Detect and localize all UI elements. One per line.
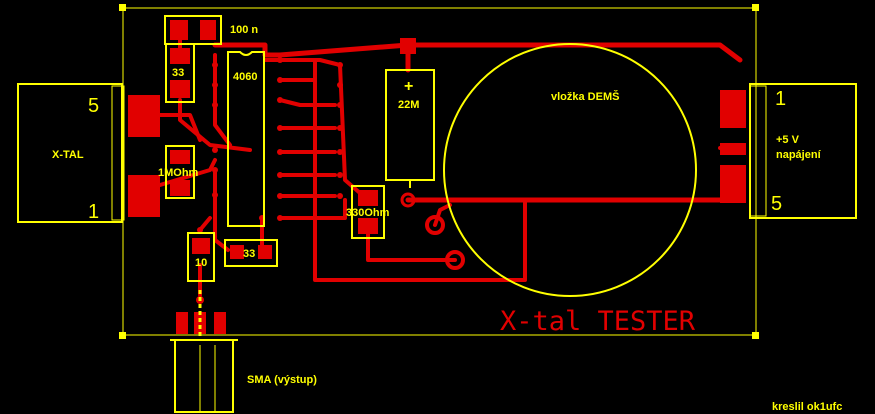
- via: [277, 149, 283, 155]
- power-connector-frame: [749, 85, 767, 217]
- r33-bottom-label: 33: [243, 248, 255, 260]
- pad: [170, 48, 190, 64]
- board-title: X-tal TESTER: [500, 306, 696, 337]
- pad: [200, 20, 216, 40]
- r33-top-label: 33: [172, 67, 184, 79]
- pad: [720, 143, 746, 155]
- via: [337, 149, 343, 155]
- via: [277, 215, 283, 221]
- xtal-pin5-label: 5: [88, 95, 99, 117]
- via: [197, 227, 203, 233]
- r33-outline: [165, 43, 195, 103]
- trace: [433, 203, 452, 227]
- pads: [128, 20, 746, 334]
- cap-plus-label: +: [404, 78, 413, 95]
- pad: [358, 190, 378, 206]
- power-pin5-label: 5: [771, 193, 782, 215]
- trace: [338, 63, 370, 202]
- pad: [214, 312, 226, 334]
- corner-mark: [119, 4, 126, 11]
- trace: [212, 42, 743, 63]
- via: [337, 82, 343, 88]
- sma-label: SMA (výstup): [247, 374, 317, 386]
- r330-outline: [351, 185, 385, 239]
- pad: [358, 218, 378, 234]
- via: [277, 97, 283, 103]
- via: [212, 102, 218, 108]
- author-label: kreslil ok1ufc: [772, 401, 842, 413]
- cap-100n-label: 100 n: [230, 24, 258, 36]
- pad: [170, 80, 190, 98]
- ic-label: 4060: [233, 71, 257, 83]
- trace: [278, 98, 337, 107]
- via: [400, 192, 416, 208]
- crystal-socket-label: vložka DEMŠ: [551, 90, 619, 103]
- xtal-connector-body: [17, 83, 123, 223]
- pad: [128, 95, 160, 137]
- via: [337, 125, 343, 131]
- via: [212, 192, 218, 198]
- via: [277, 172, 283, 178]
- pad: [170, 150, 190, 164]
- r10-outline: [187, 232, 215, 282]
- trace: [158, 113, 202, 142]
- via: [277, 57, 283, 63]
- pad: [194, 312, 206, 334]
- via: [277, 125, 283, 131]
- trace: [366, 228, 457, 262]
- xtal-pin1-label: 1: [88, 201, 99, 223]
- via: [212, 147, 218, 153]
- trace: [213, 53, 232, 147]
- pad: [230, 245, 244, 259]
- pad: [176, 312, 188, 334]
- pad: [720, 165, 746, 203]
- pad: [400, 38, 416, 54]
- r1mohm-label: 1MOhm: [158, 167, 199, 179]
- r33b-outline: [224, 239, 278, 267]
- via: [337, 172, 343, 178]
- trace: [313, 58, 527, 282]
- via: [445, 250, 465, 270]
- trace: [278, 198, 347, 220]
- pad: [128, 175, 160, 217]
- power-pin1-label: 1: [775, 88, 786, 110]
- pad: [170, 20, 188, 40]
- xtal-connector-frame: [111, 85, 125, 221]
- corner-mark: [119, 332, 126, 339]
- r10-label: 10: [195, 257, 207, 269]
- via: [212, 82, 218, 88]
- pad: [720, 90, 746, 128]
- via: [337, 62, 343, 68]
- via: [277, 77, 283, 83]
- ic-4060-outline: [227, 51, 265, 227]
- via: [425, 215, 445, 235]
- corner-mark: [752, 332, 759, 339]
- crystal-socket-outline: [443, 43, 697, 297]
- via: [212, 62, 218, 68]
- copper-traces: [158, 38, 743, 297]
- power-label-1: +5 V: [776, 134, 800, 146]
- via: [337, 102, 343, 108]
- power-label-2: napájení: [776, 149, 822, 161]
- pad: [258, 245, 272, 259]
- r1mohm-outline: [165, 145, 195, 199]
- pad: [170, 180, 190, 196]
- trace: [263, 58, 342, 67]
- board-outline: [122, 7, 757, 336]
- via: [212, 167, 218, 173]
- r330ohm-label: 330Ohm: [346, 207, 390, 219]
- trace: [213, 168, 230, 252]
- pad: [192, 238, 210, 254]
- via: [337, 193, 343, 199]
- corner-mark: [752, 4, 759, 11]
- cap-22m-label: 22M: [398, 99, 419, 111]
- via: [277, 193, 283, 199]
- sma-connector-body: [174, 339, 234, 413]
- xtal-label: X-TAL: [52, 149, 84, 161]
- silkscreen: [17, 15, 857, 413]
